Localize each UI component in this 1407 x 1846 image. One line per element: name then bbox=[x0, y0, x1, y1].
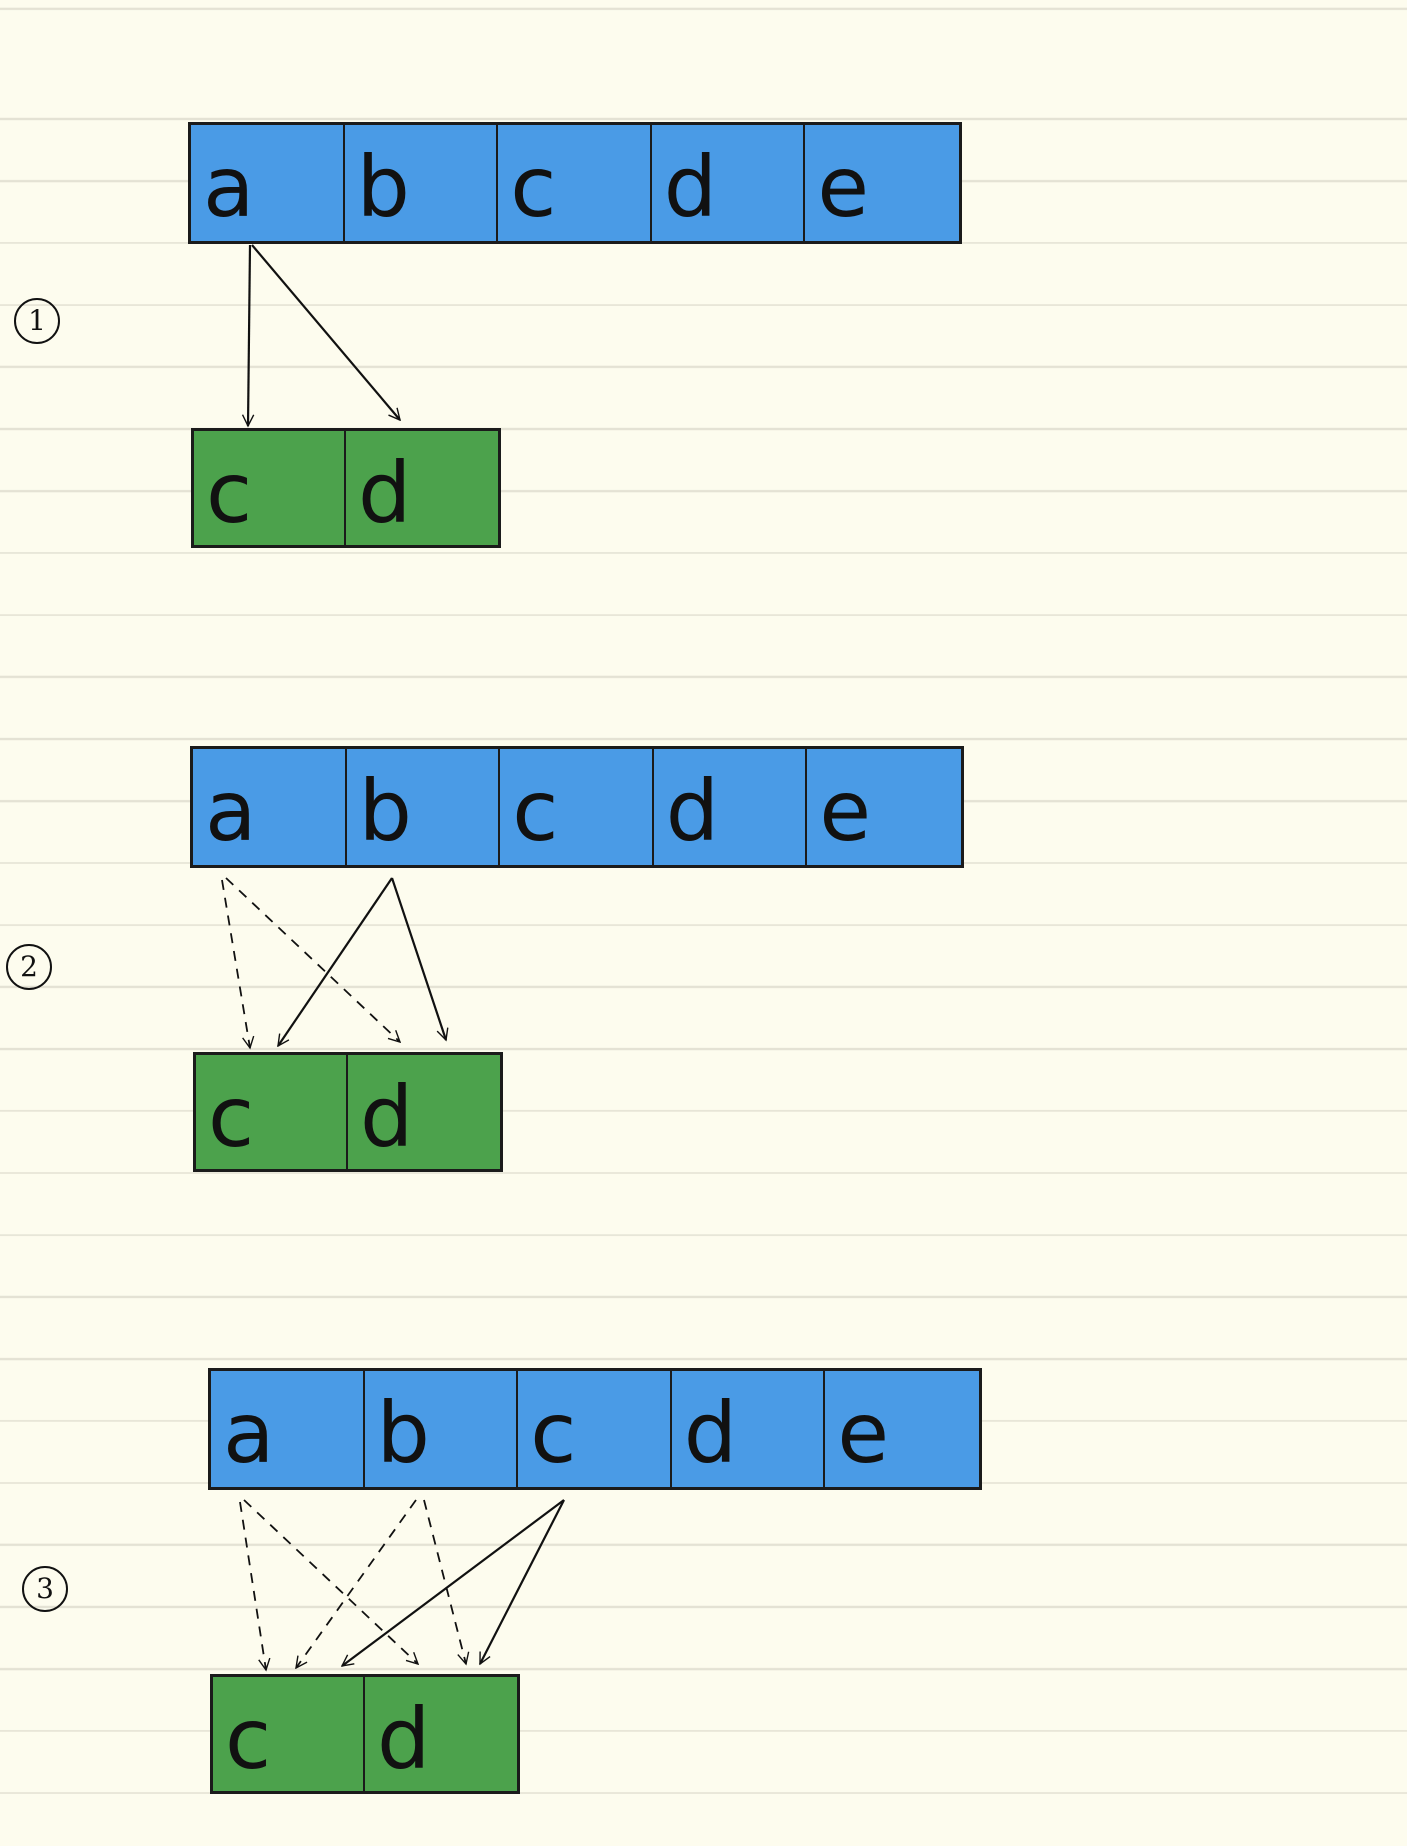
target-cell-d: d bbox=[346, 431, 498, 545]
source-cell-a: a bbox=[211, 1371, 365, 1487]
arrow-a-to-d-dashed bbox=[225, 877, 400, 1042]
arrow-c-to-c bbox=[342, 1499, 565, 1666]
source-row-3: a b c d e bbox=[208, 1368, 982, 1490]
arrow-b-to-d bbox=[390, 877, 446, 1040]
arrow-b-to-d-dashed bbox=[423, 1499, 466, 1664]
source-cell-d: d bbox=[653, 749, 808, 865]
step-label-2: 2 bbox=[6, 944, 52, 990]
step-label-1: 1 bbox=[14, 298, 60, 344]
step-3-arrows bbox=[239, 1499, 565, 1670]
arrow-a-to-c-dashed bbox=[239, 1501, 266, 1670]
target-row-2: c d bbox=[193, 1052, 503, 1172]
arrow-a-to-c bbox=[248, 244, 250, 426]
source-cell-d: d bbox=[671, 1371, 826, 1487]
source-cell-c: c bbox=[518, 1371, 672, 1487]
source-cell-c: c bbox=[498, 125, 652, 241]
source-cell-e: e bbox=[805, 125, 959, 241]
arrow-c-to-d bbox=[479, 1499, 565, 1664]
target-row-3: c d bbox=[210, 1674, 520, 1794]
source-cell-b: b bbox=[344, 125, 499, 241]
arrow-a-to-c-dashed bbox=[221, 879, 250, 1048]
source-cell-b: b bbox=[364, 1371, 519, 1487]
target-cell-d: d bbox=[348, 1055, 500, 1169]
arrow-b-to-c-dashed bbox=[296, 1499, 417, 1668]
source-cell-a: a bbox=[193, 749, 347, 865]
target-cell-c: c bbox=[194, 431, 347, 545]
target-cell-d: d bbox=[365, 1677, 517, 1791]
target-cell-c: c bbox=[213, 1677, 366, 1791]
step-2-arrows bbox=[221, 877, 446, 1048]
target-cell-c: c bbox=[196, 1055, 349, 1169]
arrow-a-to-d bbox=[251, 244, 400, 420]
source-cell-a: a bbox=[191, 125, 345, 241]
step-label-3: 3 bbox=[22, 1566, 68, 1612]
source-cell-b: b bbox=[346, 749, 501, 865]
arrow-a-to-d-dashed bbox=[243, 1499, 418, 1664]
arrow-b-to-c bbox=[277, 877, 393, 1046]
step-1-arrows bbox=[248, 244, 400, 426]
source-row-1: a b c d e bbox=[188, 122, 962, 244]
source-row-2: a b c d e bbox=[190, 746, 964, 868]
source-cell-d: d bbox=[651, 125, 806, 241]
source-cell-c: c bbox=[500, 749, 654, 865]
source-cell-e: e bbox=[825, 1371, 979, 1487]
source-cell-e: e bbox=[807, 749, 961, 865]
target-row-1: c d bbox=[191, 428, 501, 548]
